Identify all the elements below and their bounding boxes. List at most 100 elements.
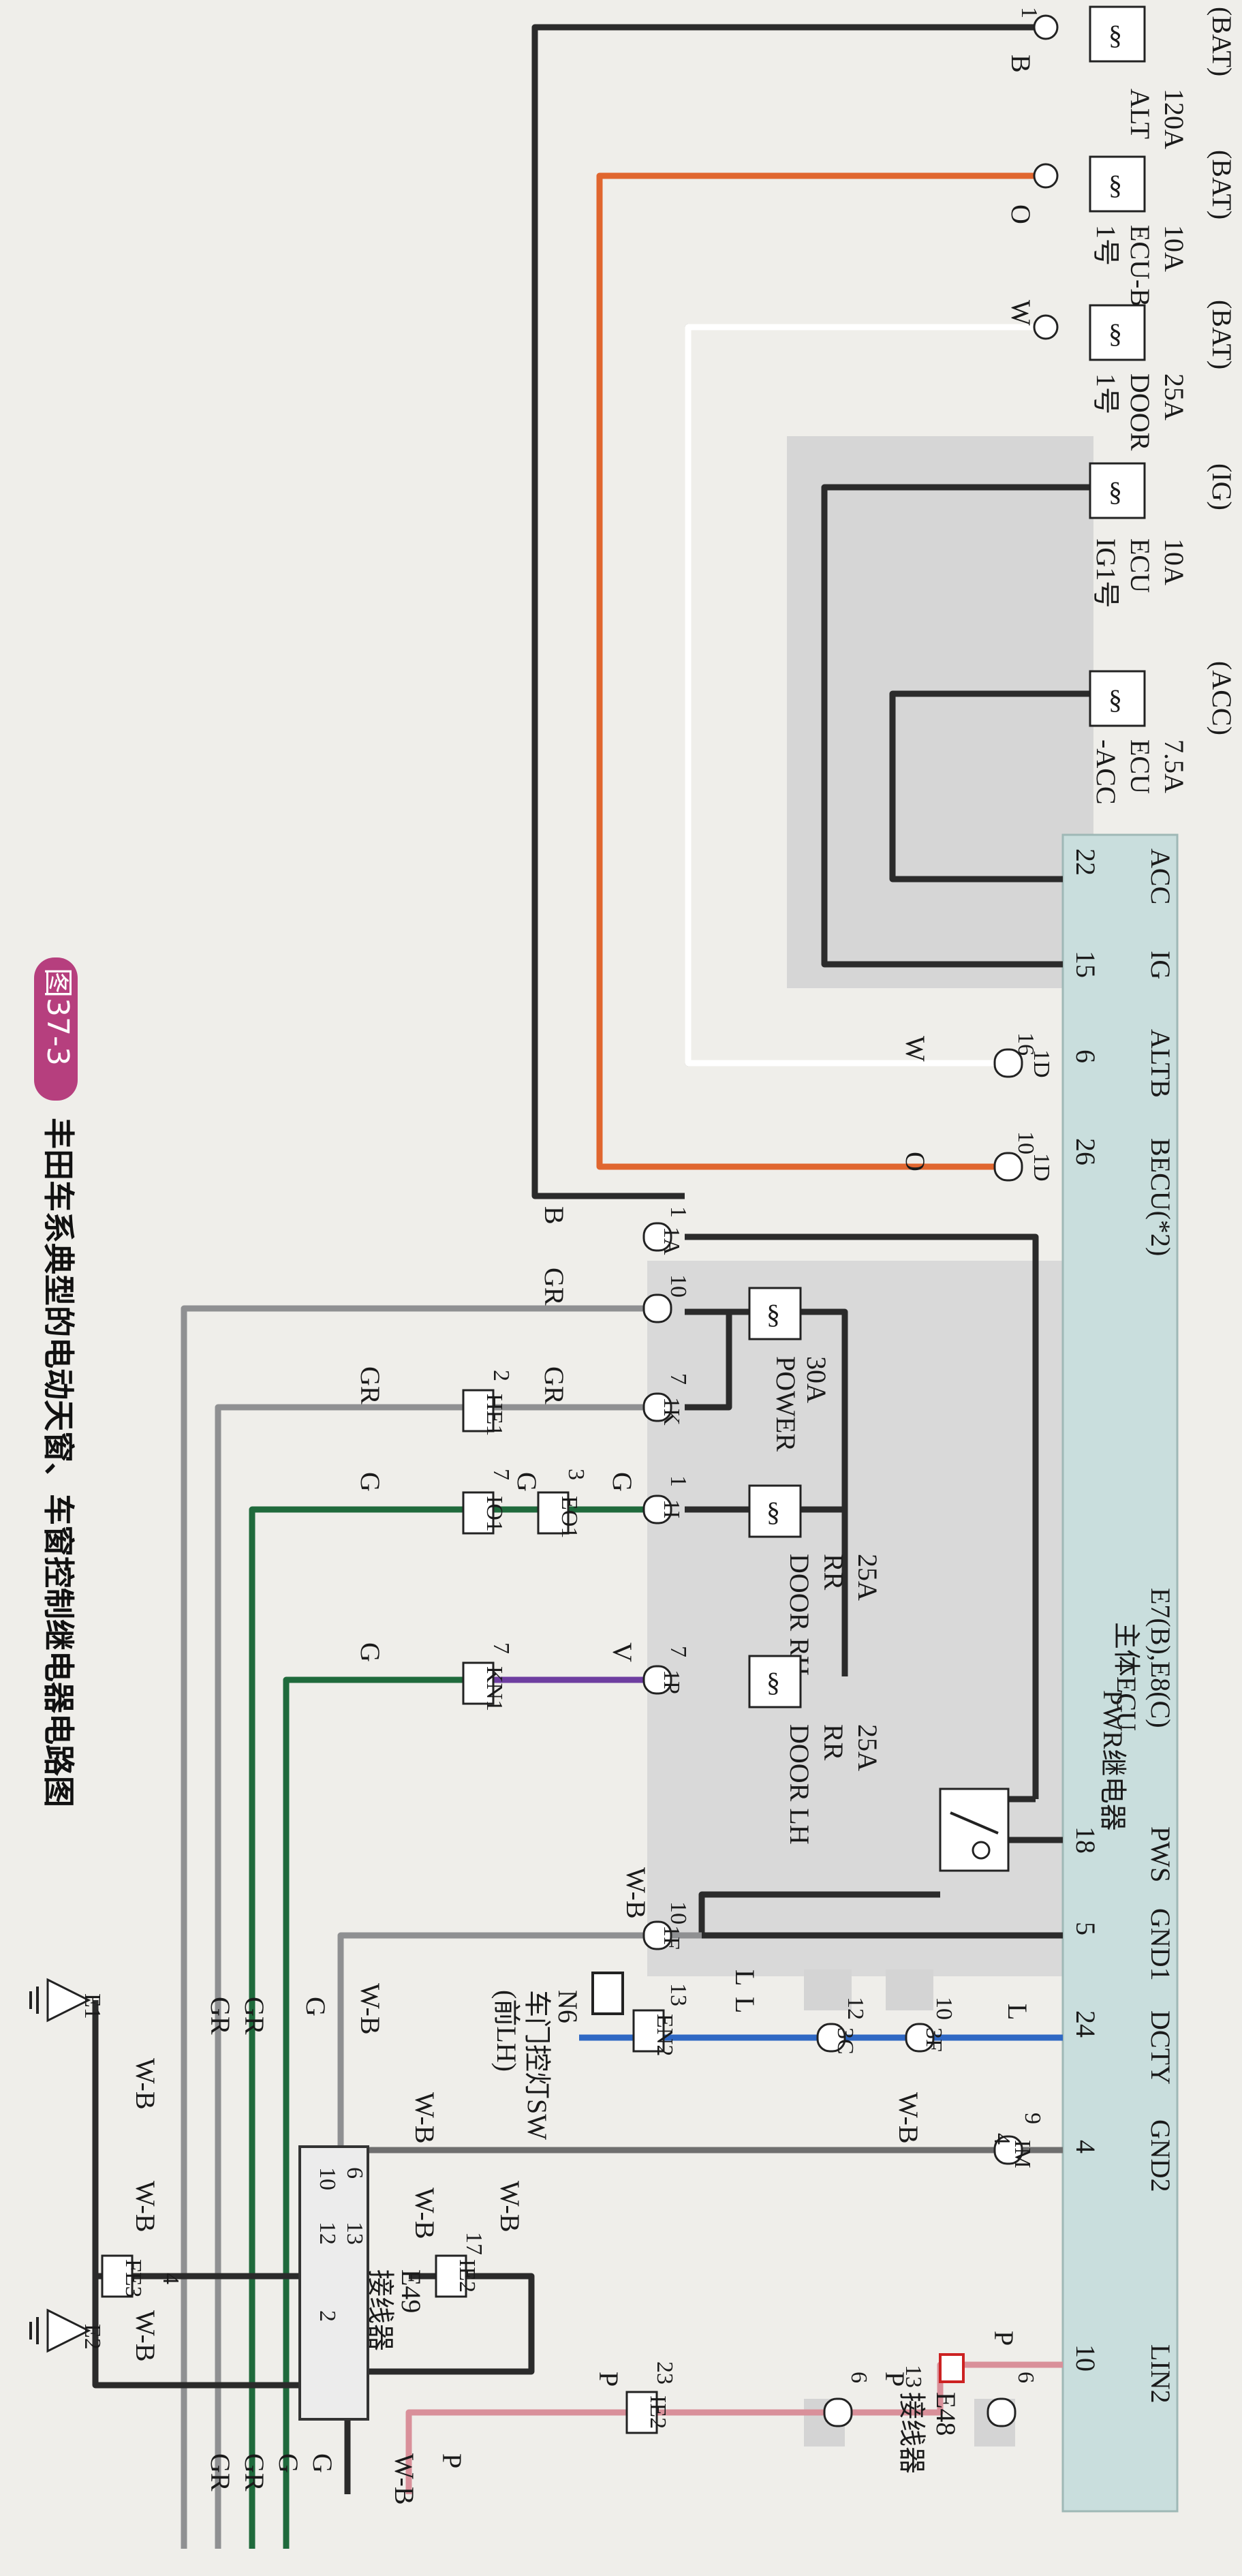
tag-1d-a: 1D — [1029, 1049, 1054, 1078]
wl-gr3: GR — [355, 1366, 386, 1405]
wire-w — [685, 324, 1046, 1067]
tag-1d-b: 1D — [1029, 1153, 1054, 1182]
wl-g3: G — [355, 1472, 386, 1492]
wl-p1: P — [989, 2331, 1019, 2346]
svg-text:§: § — [1108, 684, 1122, 715]
wire-acc — [889, 690, 1104, 883]
ecu-pin-becu-name: BECU(*2) — [1145, 1138, 1176, 1256]
shade-3f — [886, 1969, 933, 2010]
fuse-3-name: ECU — [1125, 538, 1155, 593]
wire-label-o: O — [1006, 204, 1036, 224]
wire-e1 — [92, 2000, 300, 2280]
n6-id: N6 — [553, 1990, 583, 2023]
tag-fe3: FE3 — [121, 2259, 146, 2298]
wire-label-b: B — [1006, 55, 1036, 73]
wl-p4: P — [437, 2453, 467, 2468]
ecu-pin-gnd2-name: GND2 — [1145, 2119, 1176, 2192]
wl-g6: G — [307, 2453, 338, 2473]
jp-12: 12 — [315, 2222, 340, 2245]
wl-w2: W — [900, 1036, 931, 1062]
wire-ig — [821, 484, 1104, 968]
svg-text:§: § — [766, 1497, 780, 1527]
conn-1i7-num: 7 — [666, 1373, 691, 1385]
connector-boxes — [101, 1389, 665, 2434]
ecu-pin-dcty-name: DCTY — [1145, 2010, 1176, 2085]
tag-io1: IO1 — [482, 1496, 507, 1532]
tag-eo1: EO1 — [557, 1496, 582, 1538]
fuse-4-name: ECU — [1125, 739, 1155, 794]
wl-l2: L — [730, 1997, 760, 2013]
wl-p3: P — [593, 2372, 624, 2387]
wl-wb2: W-B — [893, 2092, 924, 2144]
tag-im: IM — [1010, 2140, 1035, 2168]
fuse-0-source: (BAT) — [1207, 7, 1237, 76]
ecu-pin-acc-num: 22 — [1070, 848, 1101, 876]
ecu-pin-ig-num: 15 — [1070, 951, 1101, 978]
conn-ie2-23-num: 23 — [652, 2361, 677, 2385]
fuse-2-name: DOOR — [1125, 373, 1155, 451]
connector-ovals — [642, 1048, 1023, 2427]
ecu-pin-dcty-num: 24 — [1070, 2010, 1101, 2038]
wl-g1: G — [607, 1472, 638, 1492]
fuse-3-rating: 10A — [1159, 538, 1190, 585]
wl-b2: B — [539, 1206, 570, 1225]
fuse-1-rating: 10A — [1159, 225, 1190, 272]
acc-fuse-icon: § — [1089, 670, 1146, 727]
jp-4b: 4 — [989, 2133, 1014, 2145]
conn-1f-num: 10 — [666, 1901, 691, 1925]
fuse-connectors — [1033, 14, 1059, 340]
conn-1d-6-num: 6 — [846, 2372, 871, 2383]
wl-wb9: W-B — [130, 2310, 161, 2362]
conn-1p-num: 7 — [666, 1646, 691, 1657]
fuse-2-extra: 1号 — [1091, 373, 1121, 414]
tag-kn1: KN1 — [482, 1666, 507, 1711]
inner-fuse-2-name: RR — [818, 1724, 849, 1761]
fuse-0-name: ALT — [1125, 89, 1155, 139]
n6-pos: (前LH) — [491, 1990, 522, 2072]
ecu-pin-pws-name: PWS — [1145, 1826, 1176, 1882]
wire-wb-relay — [698, 1891, 940, 1935]
jp-13b: 13 — [901, 2365, 926, 2388]
fuse-3-source: (IG) — [1207, 463, 1237, 510]
wire-g-2 — [283, 1676, 477, 2549]
conn-1k-num: 10 — [666, 1274, 691, 1298]
svg-text:§: § — [1108, 476, 1122, 507]
jp-4a: 4 — [158, 2273, 183, 2284]
jp-2: 2 — [315, 2310, 340, 2322]
e49-name: 接线器 — [365, 2269, 396, 2351]
ecu-pin-acc-name: ACC — [1145, 848, 1176, 904]
conn-1d-16-num: 16 — [1013, 1032, 1038, 1056]
svg-text:§: § — [766, 1667, 780, 1698]
wl-gr1: GR — [539, 1268, 570, 1306]
power-fuse-icon: § — [748, 1287, 802, 1340]
conn-1i1-num: 1 — [666, 1475, 691, 1487]
fuse-2-source: (BAT) — [1207, 300, 1237, 369]
wire-b — [531, 24, 1046, 1199]
wl-wb10: W-B — [389, 2453, 420, 2505]
conn-3f-num: 10 — [931, 1997, 957, 2020]
tag-3f: 3F — [921, 2027, 946, 2052]
e48-box-icon — [939, 2353, 965, 2383]
e49-block — [298, 2145, 369, 2421]
conn-he1-num: 2 — [488, 1370, 514, 1381]
conn-1d-10-num: 10 — [1013, 1131, 1038, 1154]
svg-text:§: § — [1108, 20, 1122, 50]
ecu-pin-gnd1-name: GND1 — [1145, 1908, 1176, 1981]
svg-text:§: § — [766, 1299, 780, 1330]
door-fuse-icon: § — [1089, 304, 1146, 361]
rr-door-rh-fuse-icon: § — [748, 1484, 802, 1538]
wl-l1: L — [1002, 2004, 1033, 2020]
shade-3c — [804, 1969, 852, 2010]
ecu-name: E7(B),E8(C) — [1145, 1588, 1176, 1728]
n6-name: 车门控灯SW — [522, 1990, 553, 2140]
ecu-b-fuse-icon: § — [1089, 155, 1146, 213]
inner-fuse-2-rating: 25A — [852, 1724, 883, 1771]
svg-text:§: § — [1108, 170, 1122, 200]
conn-io1-num: 7 — [488, 1469, 514, 1480]
fuse-4-source: (ACC) — [1207, 661, 1237, 735]
wl-l3: L — [730, 1969, 760, 1986]
wire-1k — [685, 1312, 732, 1411]
wire-gr-2 — [215, 1404, 647, 2549]
fuse-4-extra: -ACC — [1091, 739, 1121, 805]
